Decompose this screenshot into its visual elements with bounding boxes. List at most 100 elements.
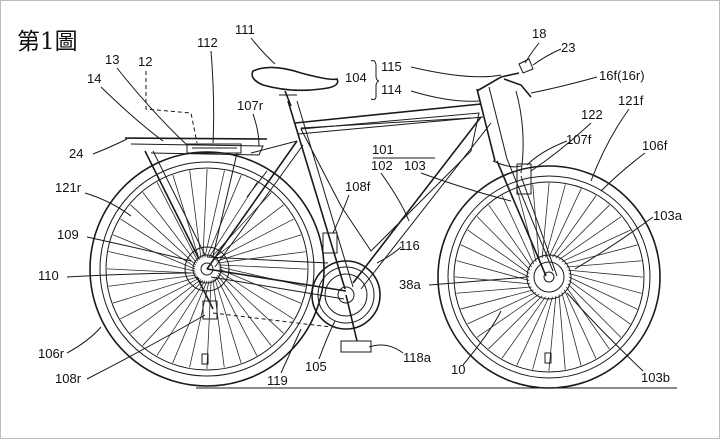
front-fork [496, 160, 547, 277]
label-103a: 103a [653, 208, 683, 223]
label-10: 10 [451, 362, 465, 377]
leader-122 [530, 122, 592, 172]
front-axle [543, 271, 555, 283]
pedal [340, 340, 372, 353]
label-105: 105 [305, 359, 327, 374]
spoke [566, 260, 642, 268]
top-tube [294, 103, 482, 124]
label-23: 23 [561, 40, 575, 55]
label-103: 103 [404, 158, 426, 173]
spoke [217, 251, 306, 264]
chainring-inner [324, 273, 368, 317]
saddle [251, 66, 339, 92]
label-111: 111 [235, 22, 255, 37]
spoke [156, 182, 199, 262]
fork-leg [520, 175, 558, 277]
spoke [545, 184, 566, 258]
leader-105 [318, 320, 336, 360]
leader-14 [100, 86, 164, 142]
leader-103 [420, 172, 512, 202]
spoke [467, 291, 537, 325]
spoke [488, 295, 543, 350]
leader-lines [66, 37, 654, 380]
brace-104 [370, 60, 380, 101]
spoke [501, 195, 535, 265]
label-112: 112 [197, 35, 218, 50]
down-tube [352, 116, 482, 284]
spoke [541, 182, 550, 259]
label-13: 13 [105, 52, 119, 67]
spoke [516, 296, 550, 366]
rear-wheel [89, 151, 325, 387]
handlebar-assembly [476, 58, 534, 195]
label-121f: 121f [618, 93, 644, 108]
spoke [112, 276, 198, 304]
spoke [476, 216, 531, 271]
leader-106r [66, 326, 102, 354]
chain-stay-edge [210, 276, 345, 300]
spoke [218, 272, 284, 334]
leader-103b [566, 292, 644, 372]
spoke [561, 292, 582, 366]
down-tube-edge [360, 122, 492, 290]
front-spokes [454, 182, 644, 372]
leader-109 [86, 236, 192, 262]
spoke [120, 277, 200, 320]
spoke [460, 244, 530, 278]
leader-10 [462, 310, 502, 366]
leader-16f [530, 76, 598, 94]
figure-title: 第1圖 [17, 29, 78, 55]
seat-stay [206, 140, 298, 270]
crank-arm [345, 294, 358, 342]
label-114: 114 [381, 82, 402, 97]
rear-valve [201, 353, 209, 365]
spoke [206, 174, 242, 258]
front-hub-inner [533, 261, 565, 293]
label-103b: 103b [641, 370, 670, 385]
leader-24 [92, 138, 128, 155]
leader-38a [428, 276, 528, 286]
leader-18 [524, 42, 540, 64]
spoke [561, 229, 631, 263]
spoke [218, 270, 294, 320]
spoke [558, 294, 566, 370]
rack-strut-right [212, 152, 238, 257]
spoke [212, 279, 225, 368]
rack-mount [250, 140, 298, 154]
spoke [130, 279, 202, 334]
leader-114 [410, 90, 480, 102]
rear-derailleur-cage [202, 300, 218, 320]
label-101: 101 [372, 142, 394, 157]
rear-derailleur [196, 276, 214, 310]
rear-spokes [106, 168, 308, 370]
leader-106f [600, 152, 646, 192]
spoke [214, 278, 242, 364]
rack-strut-left-edge [152, 150, 206, 256]
label-107r: 107r [237, 98, 264, 113]
label-38a: 38a [399, 277, 421, 292]
leader-23 [532, 48, 562, 66]
front-brake-107f [516, 163, 532, 195]
label-122: 122 [581, 107, 603, 122]
spoke [216, 234, 302, 262]
chain-stay [206, 268, 347, 292]
front-tire-inner [447, 175, 651, 379]
handlebar [503, 78, 532, 98]
chain-top [206, 256, 329, 264]
spoke [565, 286, 610, 350]
spoke [563, 289, 597, 359]
leader-112 [210, 50, 215, 144]
label-18: 18 [532, 26, 546, 41]
spoke [204, 170, 225, 258]
spoke [476, 293, 540, 338]
spoke [156, 280, 206, 356]
label-106r: 106r [38, 346, 65, 361]
spoke [548, 188, 582, 258]
label-118a: 118a [403, 350, 432, 365]
front-rim [453, 181, 645, 373]
spoke [202, 168, 208, 258]
label-109: 109 [57, 227, 79, 242]
spoke [488, 204, 533, 268]
